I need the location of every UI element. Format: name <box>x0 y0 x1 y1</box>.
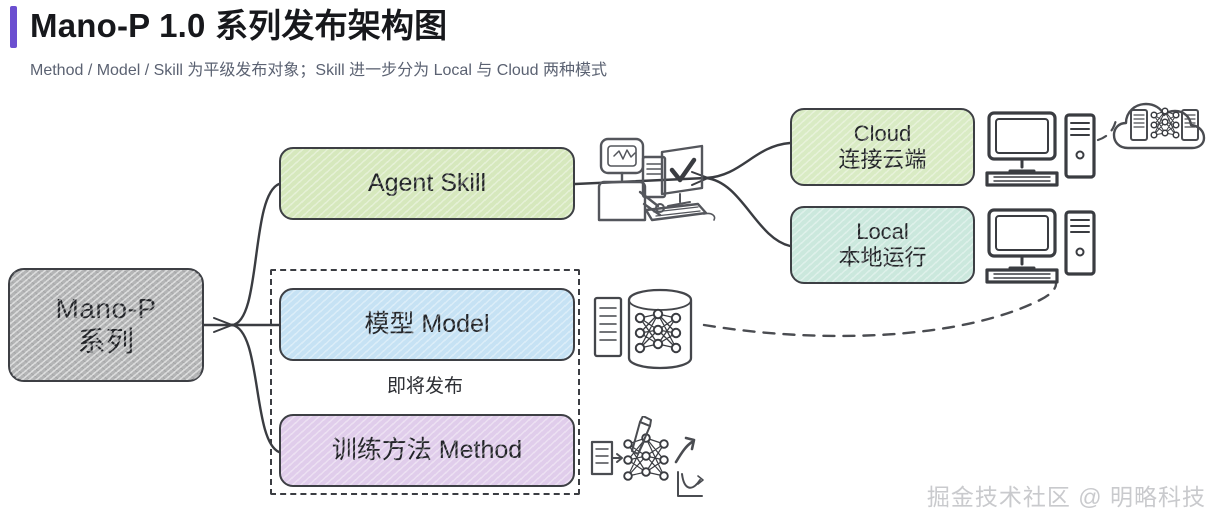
node-cloud-line1: Cloud <box>853 121 912 147</box>
page-title: Mano-P 1.0 系列发布架构图 <box>30 7 448 44</box>
robot-at-computer-icon <box>597 137 716 222</box>
training-neural-net-icon <box>590 416 704 497</box>
node-agent-skill[interactable]: Agent Skill <box>279 147 575 220</box>
node-root-mano-p[interactable]: Mano-P 系列 <box>8 268 204 382</box>
title-accent-bar <box>10 6 17 48</box>
desktop-computer-icon <box>985 208 1096 284</box>
page-header: Mano-P 1.0 系列发布架构图 Method / Model / Skil… <box>0 0 1224 96</box>
group-note-label: 即将发布 <box>386 376 463 397</box>
node-agent-skill-label: Agent Skill <box>367 168 487 197</box>
node-root-line1: Mano-P <box>55 292 157 324</box>
watermark: 掘金技术社区 @ 明略科技 <box>926 484 1206 510</box>
edge-skill-cloud <box>704 141 792 180</box>
node-skill-mode-cloud[interactable]: Cloud 连接云端 <box>790 108 975 186</box>
page-subtitle: Method / Model / Skill 为平级发布对象；Skill 进一步… <box>30 62 608 79</box>
title-row: Mano-P 1.0 系列发布架构图 <box>10 4 447 48</box>
cloud-server-icon <box>1112 102 1206 150</box>
desktop-computer-icon <box>985 111 1096 187</box>
node-model[interactable]: 模型 Model <box>279 288 575 361</box>
edge-model-local-device <box>702 282 1058 338</box>
edge-cloud-device-servers <box>1096 118 1118 142</box>
node-method-label: 训练方法 Method <box>331 435 523 464</box>
node-cloud-line2: 连接云端 <box>838 147 927 172</box>
node-model-label: 模型 Model <box>364 309 490 338</box>
node-skill-mode-local[interactable]: Local 本地运行 <box>790 206 975 284</box>
node-root-line2: 系列 <box>77 326 135 357</box>
database-neural-net-icon <box>593 288 693 370</box>
node-local-line2: 本地运行 <box>838 245 927 270</box>
edge-skill-local <box>704 176 792 248</box>
edge-skill-hub <box>573 176 708 186</box>
node-local-line1: Local <box>856 219 909 245</box>
node-method[interactable]: 训练方法 Method <box>279 414 575 487</box>
upcoming-release-group <box>270 269 580 495</box>
